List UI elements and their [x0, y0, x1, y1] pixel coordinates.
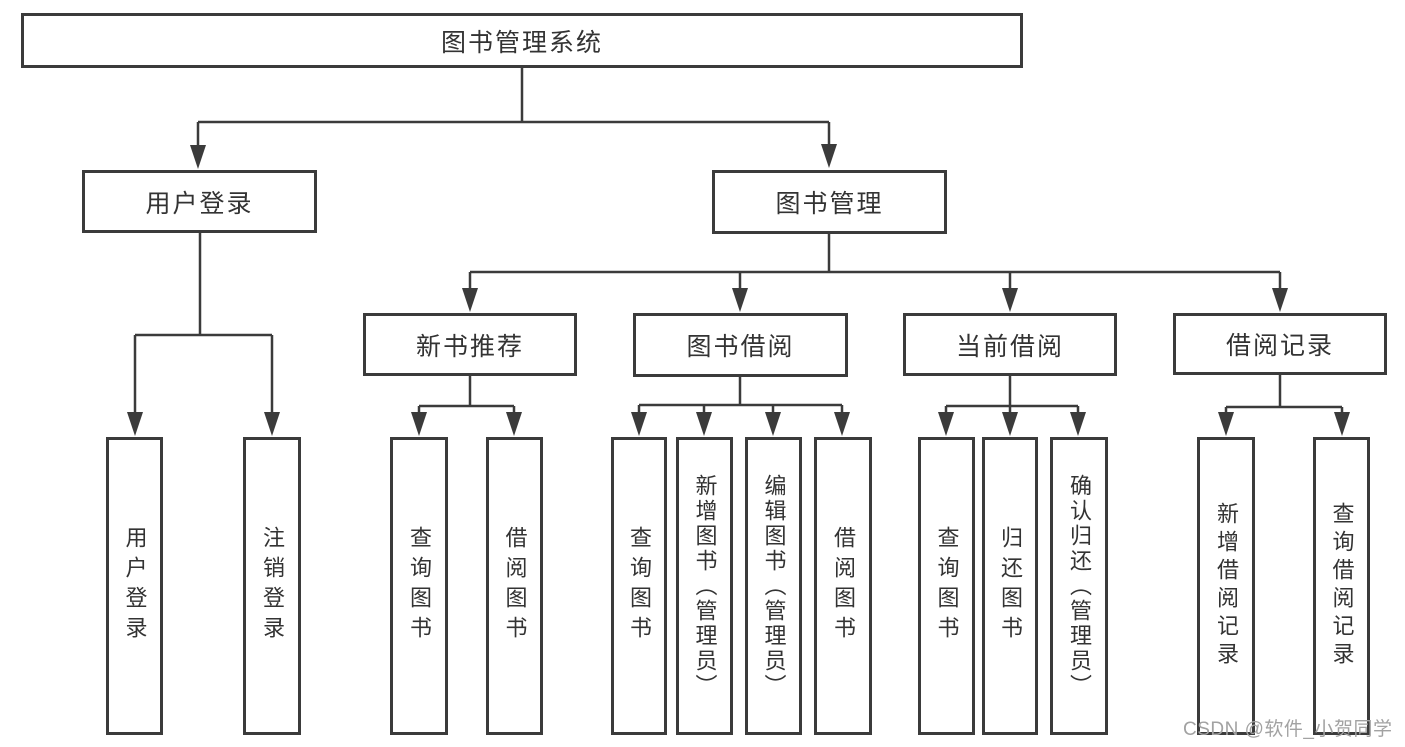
leaf-label: 查询借阅记录	[1329, 502, 1355, 670]
node-library-management-system: 图书管理系统	[21, 13, 1023, 68]
node-label: 新书推荐	[415, 332, 524, 361]
node-borrow-records: 借阅记录	[1173, 313, 1387, 375]
leaf-label: 注销登录	[260, 526, 285, 646]
leaf-edit-books-admin: 编辑图书（管理员）	[745, 437, 802, 735]
node-label: 图书借阅	[686, 333, 795, 361]
node-label: 图书管理系统	[440, 28, 603, 57]
leaf-user-login: 用户登录	[106, 437, 163, 735]
node-label: 借阅记录	[1225, 332, 1334, 360]
node-book-management: 图书管理	[712, 170, 947, 234]
leaf-query-borrow-record: 查询借阅记录	[1313, 437, 1370, 735]
leaf-label: 借阅图书	[502, 526, 528, 646]
leaf-label: 新增借阅记录	[1214, 502, 1239, 670]
leaf-query-books-current: 查询图书	[918, 437, 975, 735]
node-current-borrow: 当前借阅	[903, 313, 1117, 376]
leaf-borrow-books-recommend: 借阅图书	[486, 437, 543, 735]
leaf-label: 新增图书（管理员）	[692, 473, 718, 699]
leaf-logout: 注销登录	[243, 437, 301, 735]
leaf-add-borrow-record: 新增借阅记录	[1197, 437, 1255, 735]
leaf-label: 归还图书	[998, 526, 1023, 646]
leaf-borrow-books: 借阅图书	[814, 437, 872, 735]
csdn-watermark: CSDN @软件_小贺同学	[1183, 719, 1393, 740]
leaf-add-books-admin: 新增图书（管理员）	[676, 437, 733, 735]
leaf-label: 查询图书	[627, 526, 652, 646]
arrowheads	[127, 144, 1350, 436]
leaf-label: 查询图书	[934, 526, 960, 646]
leaf-confirm-return-admin: 确认归还（管理员）	[1050, 437, 1108, 735]
leaf-label: 借阅图书	[831, 526, 856, 646]
node-book-borrow: 图书借阅	[633, 313, 848, 377]
leaf-return-books: 归还图书	[982, 437, 1038, 735]
leaf-query-books-borrow: 查询图书	[611, 437, 667, 735]
node-label: 当前借阅	[955, 332, 1064, 361]
leaf-label: 确认归还（管理员）	[1067, 473, 1092, 699]
node-new-book-recommend: 新书推荐	[363, 313, 577, 376]
node-label: 用户登录	[145, 189, 254, 218]
node-label: 图书管理	[775, 190, 884, 218]
leaf-label: 编辑图书（管理员）	[761, 473, 787, 699]
leaf-label: 用户登录	[122, 526, 148, 646]
node-user-login: 用户登录	[82, 170, 317, 233]
leaf-label: 查询图书	[407, 526, 432, 646]
leaf-query-books-recommend: 查询图书	[390, 437, 448, 735]
